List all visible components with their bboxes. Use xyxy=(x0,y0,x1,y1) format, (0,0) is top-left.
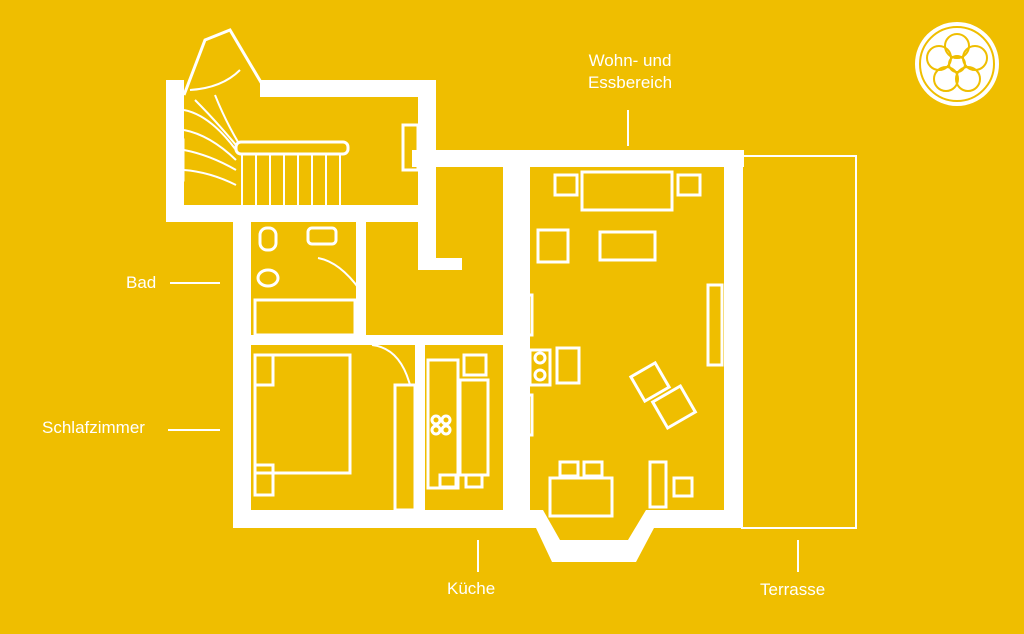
chair xyxy=(582,460,604,478)
sink xyxy=(306,226,338,246)
terrace xyxy=(741,155,857,529)
side-table xyxy=(555,346,581,385)
toilet xyxy=(258,226,278,252)
sink xyxy=(462,353,488,377)
chair xyxy=(558,460,580,478)
pillow xyxy=(253,353,275,387)
chair xyxy=(672,476,694,498)
stove-burner xyxy=(533,368,547,382)
wall xyxy=(422,258,462,270)
door-arc xyxy=(317,257,361,291)
label-terrasse: Terrasse xyxy=(760,580,826,599)
window xyxy=(520,293,534,337)
kitchen-island xyxy=(458,378,490,477)
wall xyxy=(520,167,530,517)
label-bad: Bad xyxy=(126,273,157,292)
window xyxy=(725,393,741,497)
stove-burner xyxy=(440,414,452,426)
stair-rail xyxy=(234,140,350,156)
armchair xyxy=(676,173,702,197)
door-arc xyxy=(371,344,411,386)
stove-burner xyxy=(430,414,442,426)
sofa xyxy=(580,170,674,212)
pillow xyxy=(253,463,275,497)
window xyxy=(725,203,741,267)
lounge-chair xyxy=(650,383,698,431)
window xyxy=(706,283,724,367)
stove-burner xyxy=(533,351,547,365)
label-wohn-essbereich: Wohn- und Essbereich xyxy=(560,50,700,94)
rose-emblem-icon xyxy=(915,22,999,106)
window xyxy=(453,510,502,526)
stool xyxy=(464,473,484,489)
stove-burner xyxy=(430,424,442,436)
wall xyxy=(233,510,523,528)
sideboard xyxy=(648,460,668,509)
window xyxy=(236,243,250,297)
dining-table xyxy=(548,476,614,518)
wall xyxy=(668,510,742,528)
wall xyxy=(356,215,366,343)
stove-burner xyxy=(440,424,452,436)
wardrobe xyxy=(393,383,417,512)
wall xyxy=(166,80,184,222)
bidet xyxy=(256,268,280,288)
bay-window xyxy=(523,510,668,562)
wall xyxy=(260,80,436,97)
bathtub xyxy=(253,298,357,337)
label-wohn-line2: Essbereich xyxy=(587,73,673,92)
door-arc xyxy=(189,69,241,91)
lounge-chair xyxy=(628,360,672,404)
label-schlafzimmer: Schlafzimmer xyxy=(42,418,145,437)
wall xyxy=(251,335,523,345)
bed xyxy=(253,353,352,475)
window xyxy=(308,510,372,526)
stool xyxy=(438,473,458,489)
wall xyxy=(412,150,744,167)
window xyxy=(520,393,534,437)
wall xyxy=(233,222,251,528)
wall xyxy=(415,335,425,520)
armchair xyxy=(553,173,579,197)
coffee-table xyxy=(598,230,657,262)
fireplace xyxy=(528,348,552,387)
label-kueche: Küche xyxy=(447,579,496,598)
window xyxy=(171,138,185,182)
wall xyxy=(418,150,436,270)
stair-tower xyxy=(182,28,264,96)
label-wohn-line1: Wohn- und xyxy=(588,51,672,70)
stair-steps xyxy=(183,94,341,205)
wall xyxy=(166,205,436,222)
armchair xyxy=(536,228,570,264)
window xyxy=(401,123,420,172)
